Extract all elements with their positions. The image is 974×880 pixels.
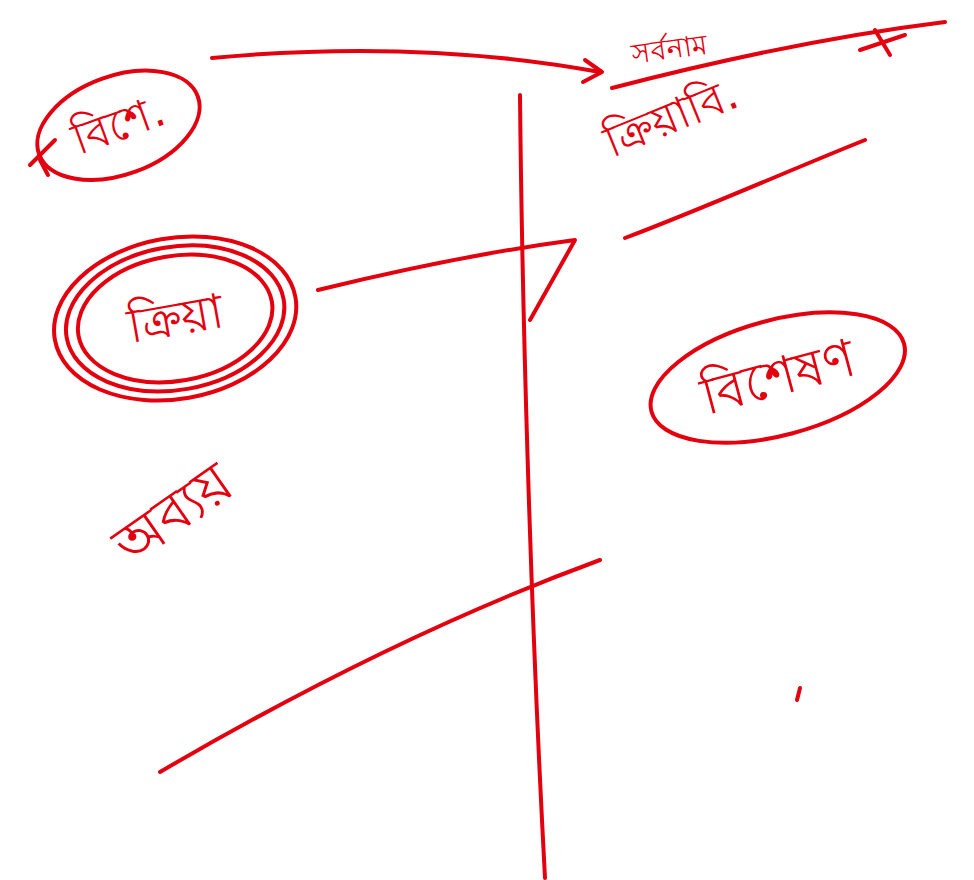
circled-word: বিশে. — [22, 50, 214, 201]
cross-mark — [860, 30, 905, 55]
underline — [160, 560, 600, 772]
handwritten-word: সর্বনাম — [630, 30, 710, 71]
underline — [612, 22, 945, 88]
ring — [637, 289, 919, 468]
ring — [41, 218, 310, 419]
circled-word: ক্রিয়া — [67, 239, 282, 396]
arrow-head — [583, 60, 602, 82]
circled-word: বিশেষণ — [637, 289, 919, 468]
handwritten-word: বিশেষণ — [695, 330, 860, 426]
ring — [22, 50, 214, 201]
divider-line — [520, 95, 545, 878]
handwritten-word: ক্রিয়া — [123, 284, 227, 353]
handwritten-word: বিশে. — [65, 86, 171, 164]
ring — [54, 228, 296, 407]
handwritten-word: ক্রিয়াবি. — [597, 69, 745, 166]
handwritten-word: অব্যয় — [102, 452, 243, 576]
arrow-line — [212, 51, 600, 72]
underline — [625, 140, 865, 238]
arrow-line — [318, 240, 575, 320]
dot-mark — [797, 688, 800, 700]
